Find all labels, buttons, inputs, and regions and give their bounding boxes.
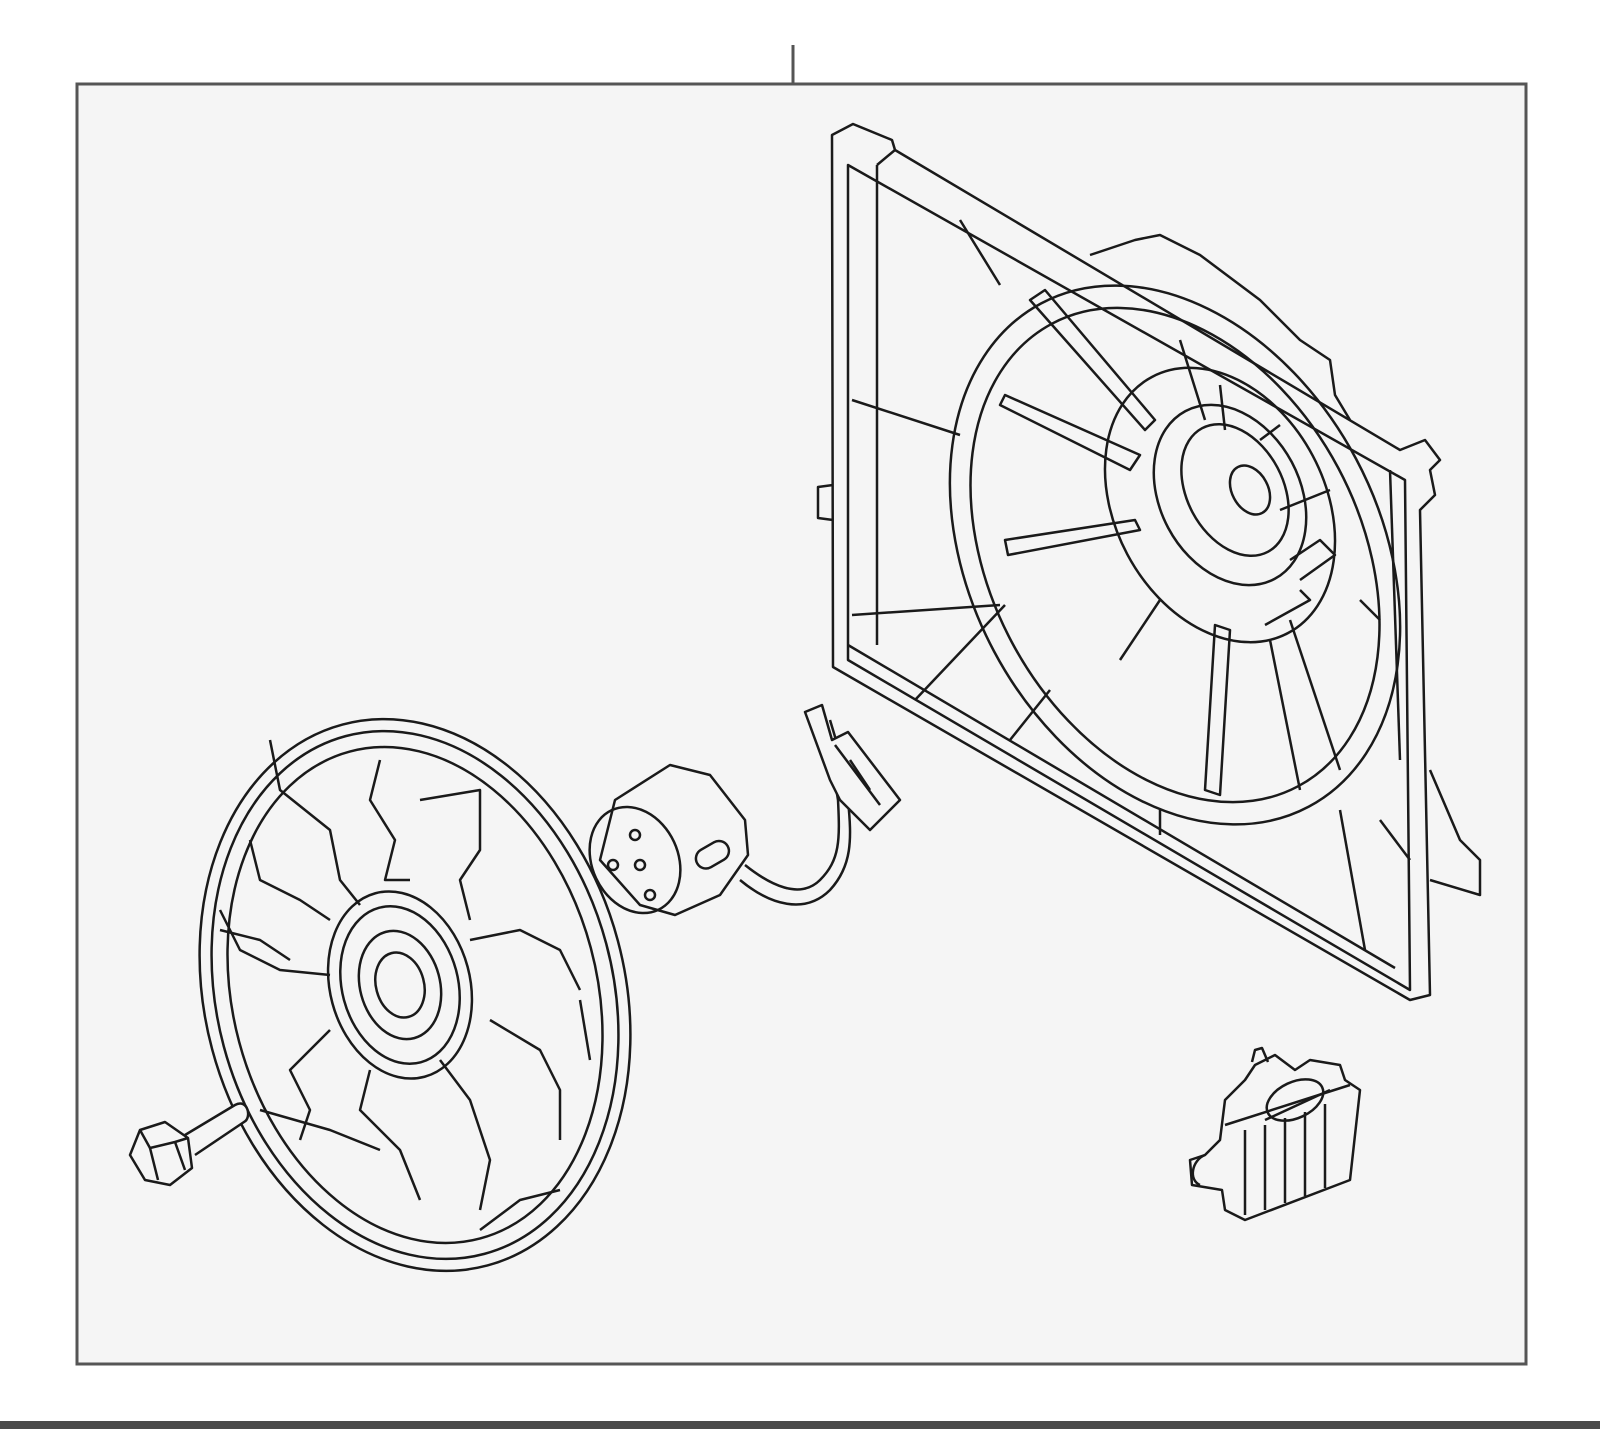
- fan-blade-icon[interactable]: [140, 670, 691, 1320]
- resistor-icon[interactable]: [1188, 1046, 1362, 1222]
- bottom-scroll-edge: [0, 1421, 1600, 1429]
- fan-motor-icon[interactable]: [573, 703, 902, 928]
- bolt-icon[interactable]: [128, 1102, 250, 1187]
- fan-shroud-icon[interactable]: [816, 122, 1490, 1002]
